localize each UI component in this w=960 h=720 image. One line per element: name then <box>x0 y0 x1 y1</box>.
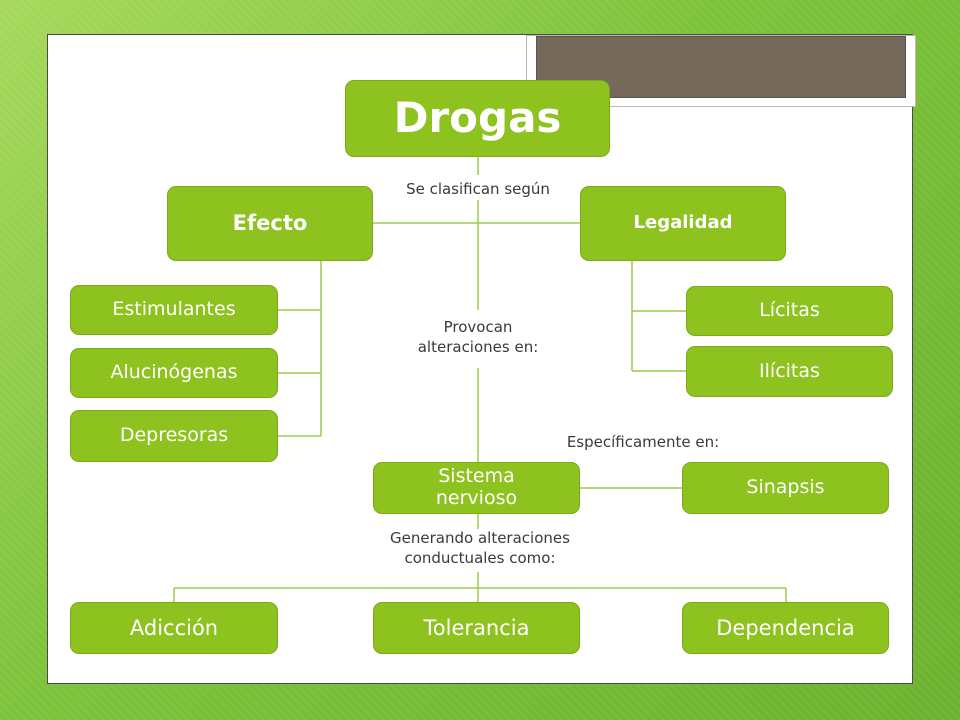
node-drogas-label: Drogas <box>393 93 562 143</box>
node-adiccion-label: Adicción <box>129 615 219 640</box>
node-sinapsis: Sinapsis <box>682 462 889 514</box>
node-estimulantes: Estimulantes <box>70 285 278 335</box>
node-alucinogenas-label: Alucinógenas <box>110 361 238 384</box>
node-efecto: Efecto <box>167 186 373 261</box>
node-ilicitas: Ilícitas <box>686 346 893 397</box>
node-licitas-label: Lícitas <box>759 299 820 322</box>
node-adiccion: Adicción <box>70 602 278 654</box>
node-sistema-nervioso-label: Sistema nervioso <box>435 465 518 509</box>
node-ilicitas-label: Ilícitas <box>759 359 820 382</box>
node-dependencia-label: Dependencia <box>716 615 855 640</box>
node-drogas: Drogas <box>345 80 610 157</box>
label-generando-text: Generando alteraciones conductuales como… <box>390 529 570 567</box>
node-tolerancia: Tolerancia <box>373 602 580 654</box>
label-especificamente-text: Específicamente en: <box>566 433 720 451</box>
node-depresoras-label: Depresoras <box>119 424 229 447</box>
node-efecto-label: Efecto <box>232 211 308 236</box>
node-sinapsis-label: Sinapsis <box>746 476 825 499</box>
node-tolerancia-label: Tolerancia <box>423 615 530 640</box>
label-se-clasifican: Se clasifican según <box>386 180 570 200</box>
node-legalidad-label: Legalidad <box>633 212 733 234</box>
label-especificamente: Específicamente en: <box>548 433 738 453</box>
label-provocan-text: Provocan alteraciones en: <box>417 318 539 356</box>
label-se-clasifican-text: Se clasifican según <box>406 180 550 198</box>
node-sistema-nervioso: Sistema nervioso <box>373 462 580 514</box>
node-licitas: Lícitas <box>686 286 893 336</box>
node-legalidad: Legalidad <box>580 186 786 261</box>
label-provocan: Provocan alteraciones en: <box>398 318 558 357</box>
node-depresoras: Depresoras <box>70 410 278 462</box>
node-alucinogenas: Alucinógenas <box>70 348 278 398</box>
node-estimulantes-label: Estimulantes <box>112 298 236 321</box>
node-dependencia: Dependencia <box>682 602 889 654</box>
label-generando: Generando alteraciones conductuales como… <box>362 529 598 568</box>
